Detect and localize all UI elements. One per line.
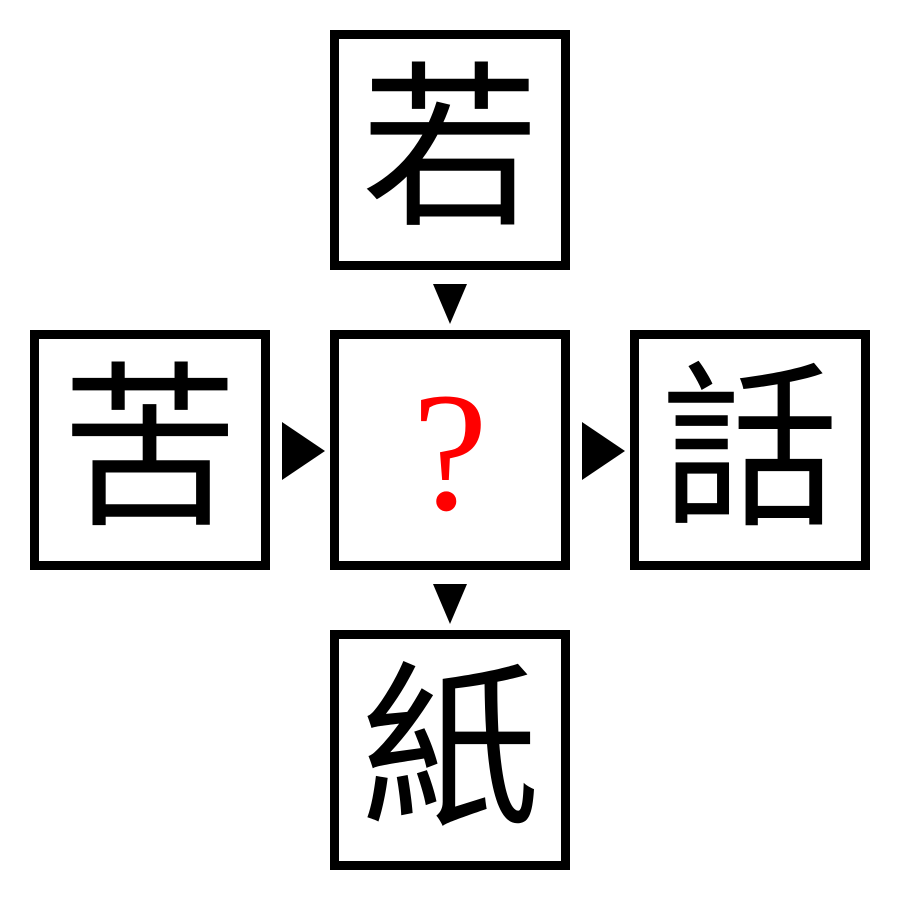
kanji-top: 若: [361, 46, 539, 253]
triangle-right-icon: [282, 422, 325, 480]
kanji-box-left: 苦: [30, 330, 270, 570]
answer-box[interactable]: ?: [330, 330, 570, 570]
kanji-right: 話: [661, 346, 839, 553]
triangle-down-icon: [433, 284, 467, 324]
question-mark: ?: [412, 358, 488, 546]
triangle-down-icon: [433, 584, 467, 624]
triangle-right-icon: [582, 422, 625, 480]
kanji-box-bottom: 紙: [330, 630, 570, 870]
kanji-box-top: 若: [330, 30, 570, 270]
kanji-box-right: 話: [630, 330, 870, 570]
kanji-left: 苦: [61, 346, 239, 553]
kanji-bottom: 紙: [361, 646, 539, 853]
